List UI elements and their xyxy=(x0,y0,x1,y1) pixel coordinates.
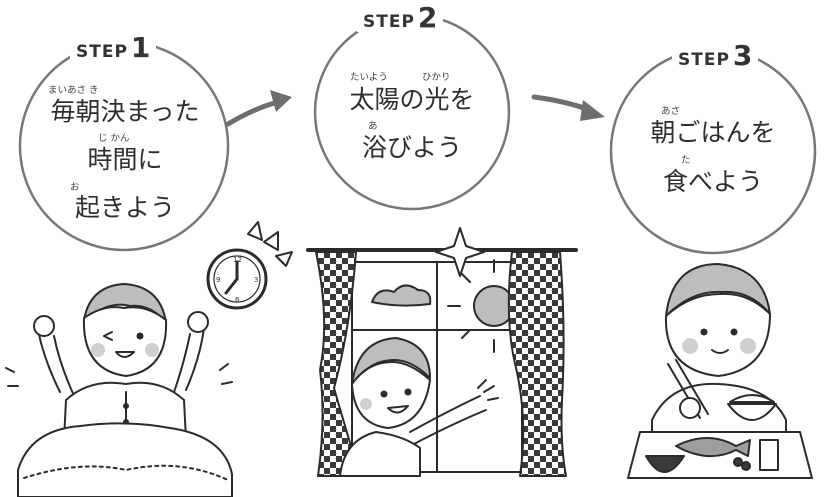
furigana: あさ xyxy=(661,106,681,117)
step3-line-2: 食べよう xyxy=(662,167,763,196)
fish-icon xyxy=(675,437,751,458)
step2-line-1: 太陽の光を xyxy=(349,85,475,114)
breakfast-illustration xyxy=(627,263,813,479)
step3-line-1: 朝ごはんを xyxy=(650,118,776,147)
sparkle-icon xyxy=(435,227,485,277)
stretching-boy-figure xyxy=(339,337,499,477)
furigana: じ かん xyxy=(98,133,130,144)
svg-text:6: 6 xyxy=(235,296,240,304)
rice-bowl-icon xyxy=(727,403,777,421)
step-word: STEP xyxy=(363,12,415,32)
step-number: 3 xyxy=(732,39,753,72)
furigana: た xyxy=(681,155,691,166)
soup-bowl-icon xyxy=(645,455,685,473)
step-word: STEP xyxy=(678,50,730,70)
right-arrow-icon xyxy=(225,90,292,127)
furigana: お xyxy=(70,182,80,193)
furigana: まいあさ き xyxy=(48,85,99,96)
furigana: あ xyxy=(368,121,378,132)
waking-boy-figure xyxy=(5,283,233,497)
window-sunlight-illustration xyxy=(306,227,578,477)
step-number: 1 xyxy=(130,31,151,64)
step1-line-1: 毎朝決まった xyxy=(50,97,200,126)
step1-line-3: 起きよう xyxy=(74,193,175,222)
right-arrow-icon xyxy=(531,94,605,121)
svg-text:9: 9 xyxy=(216,276,220,284)
step-number: 2 xyxy=(417,1,438,34)
step2-line-2: 浴びよう xyxy=(361,133,462,162)
svg-text:12: 12 xyxy=(233,256,242,264)
svg-text:3: 3 xyxy=(254,276,258,284)
waking-up-illustration: 12 3 6 9 xyxy=(5,221,293,497)
step-word: STEP xyxy=(76,42,128,62)
step1-line-2: 時間に xyxy=(87,145,163,174)
cup-icon xyxy=(759,439,779,471)
alarm-clock-icon: 12 3 6 9 xyxy=(206,221,293,310)
furigana: ひかり xyxy=(422,72,451,83)
furigana: たいよう xyxy=(350,72,388,83)
